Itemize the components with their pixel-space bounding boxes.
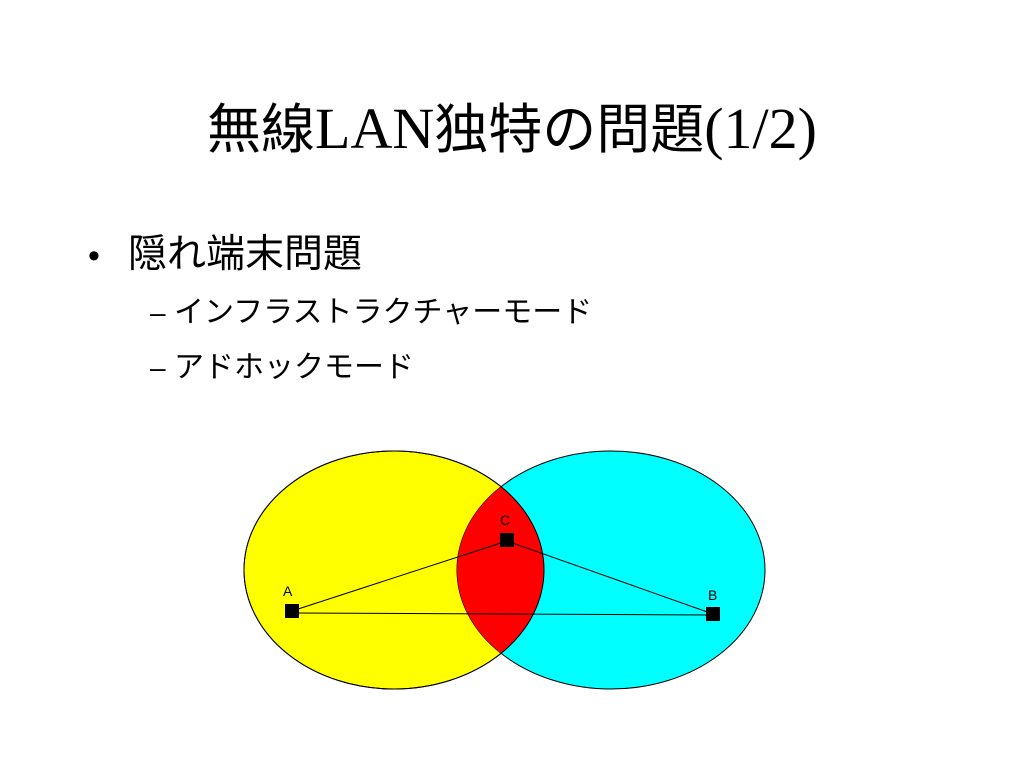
node-b-label: B	[708, 587, 717, 603]
coverage-area-left-outline	[243, 450, 545, 690]
link-a-c	[291, 540, 508, 612]
title-part-2: LAN	[315, 96, 435, 161]
bullet-list: • 隠れ端末問題	[88, 232, 362, 279]
bullet-text: 隠れ端末問題	[128, 232, 363, 277]
node-c	[500, 533, 514, 547]
sub-bullet-infrastructure: – インフラストラクチャーモード	[150, 298, 592, 353]
node-a-label: A	[283, 583, 293, 599]
title-part-3: 独特の問題	[434, 98, 705, 161]
sub-bullet-text: アドホックモード	[174, 350, 414, 385]
node-a	[285, 604, 299, 618]
title-part-4: (1/2)	[704, 96, 817, 161]
sub-bullet-adhoc: – アドホックモード	[150, 353, 592, 408]
link-a-b	[291, 612, 714, 616]
sub-bullet-marker: –	[150, 352, 166, 383]
title-part-1: 無線	[207, 98, 316, 161]
sub-bullet-list: – インフラストラクチャーモード – アドホックモード	[150, 298, 592, 408]
bullet-item-hidden-terminal: • 隠れ端末問題	[88, 232, 362, 279]
sub-bullet-marker: –	[150, 297, 166, 328]
node-b	[706, 607, 720, 621]
slide-title: 無線LAN独特の問題(1/2)	[0, 96, 1024, 163]
sub-bullet-text: インフラストラクチャーモード	[174, 295, 593, 330]
node-c-label: C	[500, 512, 510, 528]
link-c-b	[506, 540, 714, 615]
bullet-marker: •	[88, 237, 100, 275]
